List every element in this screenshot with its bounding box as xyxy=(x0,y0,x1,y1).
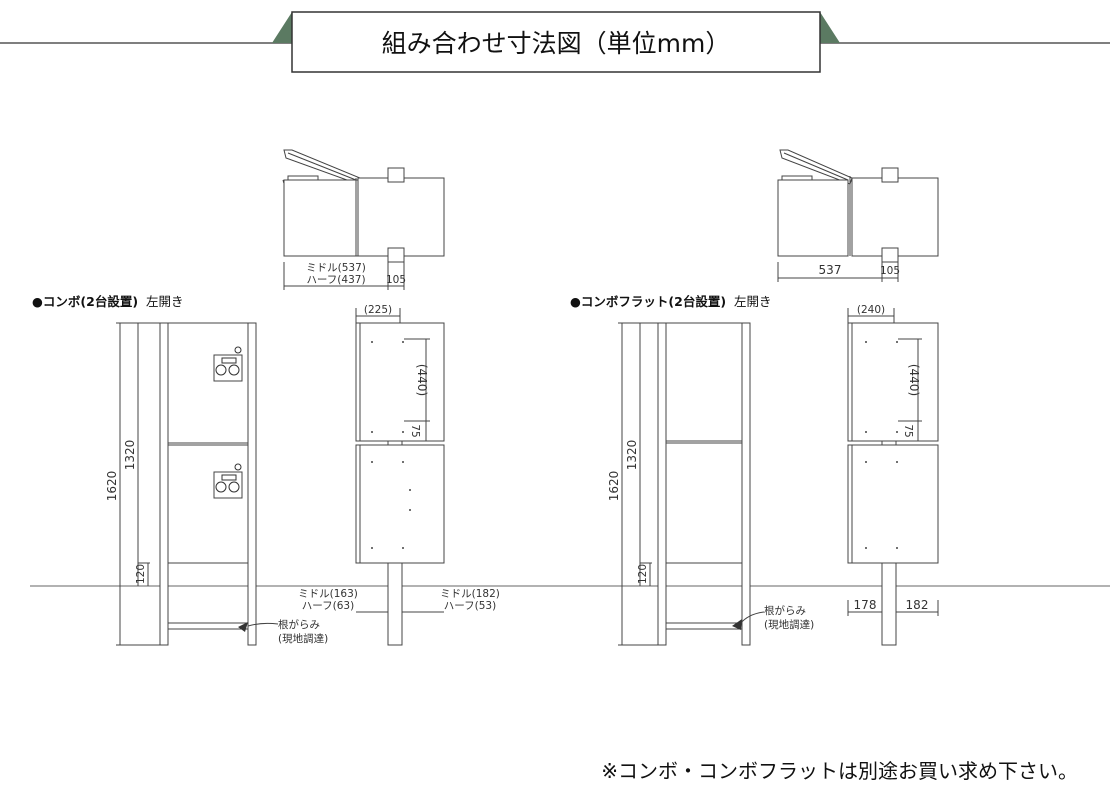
left-lower-indicator-icon xyxy=(234,463,242,471)
left-foot-right-middle: ミドル(182) xyxy=(440,588,500,600)
right-top-view xyxy=(777,149,939,282)
left-top-view xyxy=(282,149,445,290)
right-dim-120: 120 xyxy=(637,564,649,584)
left-base-label-2: (現地調達) xyxy=(278,632,328,645)
left-front-view xyxy=(116,322,279,646)
left-foot-left-half: ハーフ(63) xyxy=(302,600,354,612)
banner-right-ear xyxy=(820,12,840,43)
right-foot-left: 178 xyxy=(854,598,877,612)
right-foot-right: 182 xyxy=(906,598,929,612)
left-upper-dial-2-icon xyxy=(228,364,240,376)
right-base-label-1: 根がらみ xyxy=(764,604,806,617)
left-side-view xyxy=(355,308,445,646)
right-base-label-2: (現地調達) xyxy=(764,618,814,631)
right-caption-rest: 左開き xyxy=(734,294,772,309)
left-top-dim-post: 105 xyxy=(386,274,406,286)
left-lower-slot-icon xyxy=(221,474,237,481)
banner-left-ear xyxy=(272,12,292,43)
left-top-dim-half: ハーフ(437) xyxy=(306,274,365,286)
page-title: 組み合わせ寸法図（単位mm） xyxy=(382,29,731,58)
right-dim-1320: 1320 xyxy=(625,440,639,471)
title-box xyxy=(291,11,821,73)
title-banner: 組み合わせ寸法図（単位mm） xyxy=(0,11,1110,73)
left-upper-slot-icon xyxy=(221,357,237,364)
left-side-dots xyxy=(371,341,411,549)
left-lock-details xyxy=(215,346,242,493)
right-side-dots xyxy=(865,341,898,549)
right-front-view xyxy=(618,322,765,646)
left-foot-right-half: ハーフ(53) xyxy=(444,600,496,612)
left-dim-1320: 1320 xyxy=(123,440,137,471)
left-lower-dial-1-icon xyxy=(215,481,227,493)
left-base-label-1: 根がらみ xyxy=(278,618,320,631)
right-caption-bold: ●コンボフラット(2台設置) xyxy=(570,294,726,309)
left-foot-left-middle: ミドル(163) xyxy=(298,588,358,600)
right-top-dim-main: 537 xyxy=(819,263,842,277)
left-lower-dial-2-icon xyxy=(228,481,240,493)
right-top-dim-post: 105 xyxy=(880,265,900,277)
left-upper-indicator-icon xyxy=(234,346,242,354)
left-dim-440: (440) xyxy=(415,364,429,396)
left-dim-75: 75 xyxy=(409,424,421,437)
right-dim-1620: 1620 xyxy=(607,471,621,502)
left-caption-rest: 左開き xyxy=(146,294,184,309)
left-caption-bold: ●コンボ(2台設置) xyxy=(32,294,138,309)
right-dim-75: 75 xyxy=(902,424,914,437)
left-leader-arrow-icon xyxy=(238,622,248,632)
left-upper-dial-1-icon xyxy=(215,364,227,376)
right-dim-240: (240) xyxy=(857,304,885,316)
left-dim-120: 120 xyxy=(135,564,147,584)
left-dim-225: (225) xyxy=(364,304,392,316)
right-dim-440: (440) xyxy=(907,364,921,396)
left-top-dim-middle: ミドル(537) xyxy=(306,262,366,274)
right-side-view xyxy=(847,308,939,646)
right-leader-arrow-icon xyxy=(732,619,742,630)
footer-note: ※コンボ・コンボフラットは別途お買い求め下さい。 xyxy=(601,759,1078,783)
left-dim-1620: 1620 xyxy=(105,471,119,502)
left-caption: ●コンボ(2台設置) 左開き xyxy=(32,294,184,309)
right-caption: ●コンボフラット(2台設置) 左開き xyxy=(570,294,772,309)
